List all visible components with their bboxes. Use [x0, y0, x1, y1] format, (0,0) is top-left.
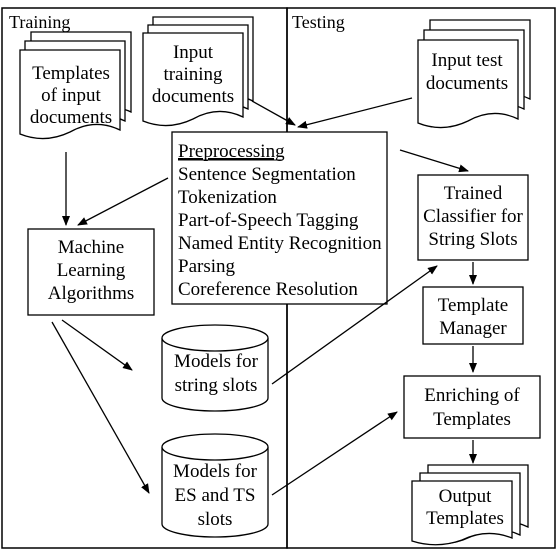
ml-line1: Machine [58, 237, 124, 258]
input-training-line3: documents [152, 86, 234, 107]
models-string-line1: Models for [174, 351, 259, 372]
arrow-test-docs-to-preprocessing [297, 97, 413, 129]
input-training-line2: training [163, 64, 223, 85]
classifier-line3: String Slots [428, 229, 517, 250]
arrow-models-string-to-classifier [271, 265, 438, 385]
models-string-slots-cylinder: Models for string slots [161, 324, 269, 412]
preprocessing-step: Tokenization [178, 187, 277, 208]
input-training-line1: Input [173, 42, 214, 63]
models-string-line2: string slots [175, 375, 258, 396]
arrow-preprocessing-to-ml [77, 177, 169, 226]
testing-title: Testing [292, 12, 345, 32]
preprocessing-step: Part-of-Speech Tagging [178, 210, 359, 231]
models-es-ts-slots-cylinder: Models for ES and TS slots [161, 433, 269, 538]
output-line1: Output [439, 486, 493, 507]
output-line2: Templates [426, 508, 504, 529]
input-test-line1: Input test [431, 50, 503, 71]
arrow-ml-to-models-string [61, 319, 133, 371]
template-manager-line2: Manager [439, 318, 507, 339]
input-training-documents: Input training documents [142, 16, 254, 127]
ml-algorithms-box: Machine Learning Algorithms [27, 228, 155, 316]
template-manager-line1: Template [438, 295, 508, 316]
templates-of-input-documents: Templates of input documents [19, 31, 132, 140]
trained-classifier-box: Trained Classifier for String Slots [417, 174, 529, 261]
preprocessing-box: Preprocessing Sentence Segmentation Toke… [171, 131, 388, 305]
arrow-models-es-ts-to-enriching [271, 411, 398, 496]
enriching-line2: Templates [433, 409, 511, 430]
flow-arrows [51, 97, 477, 496]
enriching-line1: Enriching of [424, 385, 520, 406]
preprocessing-step: Sentence Segmentation [178, 164, 356, 185]
preprocessing-heading: Preprocessing [178, 141, 285, 162]
preprocessing-step: Named Entity Recognition [178, 233, 382, 254]
template-manager-box: Template Manager [422, 286, 524, 345]
output-templates-documents: Output Templates [411, 464, 529, 546]
classifier-line1: Trained [444, 183, 503, 204]
ml-line3: Algorithms [48, 283, 135, 304]
ml-line2: Learning [57, 260, 126, 281]
templates-doc-line2: of input [41, 85, 101, 106]
classifier-line2: Classifier for [423, 206, 523, 227]
training-title: Training [9, 12, 70, 32]
models-es-ts-line1: Models for [173, 461, 258, 482]
models-es-ts-line2: ES and TS [175, 485, 256, 506]
arrow-training-docs-to-preprocessing [251, 100, 296, 126]
arrow-preprocessing-to-classifier [399, 149, 469, 173]
templates-doc-line3: documents [30, 107, 112, 128]
input-test-line2: documents [426, 73, 508, 94]
preprocessing-step: Parsing [178, 256, 236, 277]
preprocessing-step: Coreference Resolution [178, 279, 358, 300]
models-es-ts-line3: slots [198, 509, 233, 530]
arrow-ml-to-models-es-ts [51, 321, 150, 494]
input-test-documents: Input test documents [417, 19, 531, 129]
enriching-templates-box: Enriching of Templates [403, 375, 541, 439]
templates-doc-line1: Templates [32, 63, 110, 84]
